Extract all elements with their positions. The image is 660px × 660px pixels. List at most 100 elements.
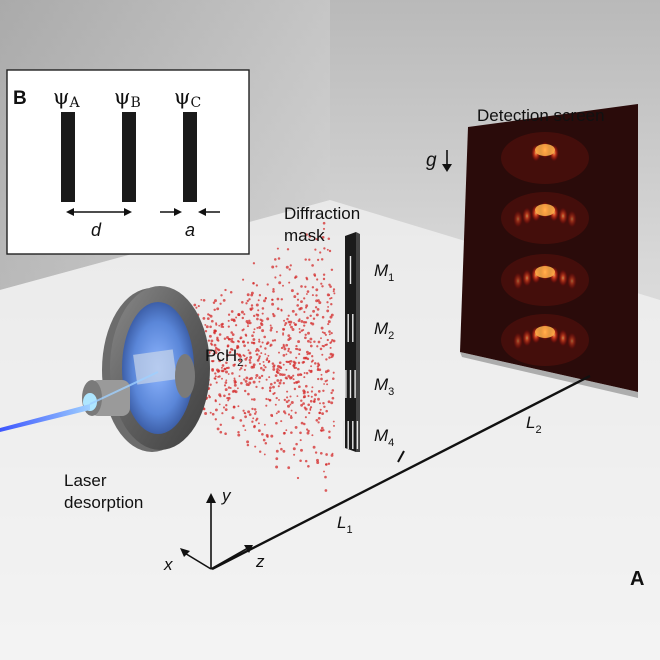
molecule-dot: [217, 369, 221, 373]
molecule-dot: [258, 338, 261, 341]
molecule-dot: [288, 268, 291, 271]
molecule-dot: [287, 413, 291, 416]
molecule-dot: [298, 348, 302, 352]
molecule-dot: [311, 264, 314, 267]
molecule-dot: [204, 330, 208, 333]
molecule-dot: [217, 339, 220, 342]
molecule-dot: [241, 316, 245, 320]
molecule-dot: [299, 431, 302, 435]
molecule-dot: [282, 327, 285, 331]
molecule-dot: [195, 306, 198, 309]
molecule-dot: [286, 390, 289, 393]
molecule-dot: [246, 325, 250, 328]
molecule-label-text: PcH: [205, 346, 237, 365]
molecule-dot: [209, 383, 212, 387]
molecule-dot: [332, 371, 335, 374]
molecule-dot: [226, 336, 229, 339]
molecule-dot: [310, 365, 313, 368]
molecule-dot: [307, 331, 310, 335]
molecule-dot: [319, 429, 323, 432]
molecule-dot: [250, 291, 254, 295]
molecule-dot: [213, 343, 217, 347]
fringe-center: [535, 144, 555, 156]
molecule-dot: [327, 462, 331, 466]
molecule-dot: [308, 411, 311, 415]
molecule-dot: [309, 341, 312, 344]
molecule-dot: [258, 376, 262, 380]
molecule-dot: [214, 372, 217, 375]
molecule-dot: [293, 295, 297, 299]
molecule-dot: [293, 366, 296, 370]
molecule-dot: [303, 406, 307, 409]
molecule-dot: [215, 323, 218, 326]
molecule-dot: [326, 248, 329, 251]
d-dimension-arrow: [66, 208, 132, 216]
molecule-dot: [282, 354, 286, 357]
fringe-band: [513, 272, 523, 290]
molecule-dot: [321, 353, 324, 356]
molecule-dot: [272, 288, 275, 291]
fringe-band: [522, 269, 532, 287]
molecule-dot: [246, 443, 250, 447]
molecule-dot: [241, 364, 244, 367]
molecule-dot: [328, 333, 331, 336]
molecule-dot: [251, 407, 254, 411]
molecule-dot: [221, 364, 225, 367]
mask-slit: [354, 370, 356, 398]
molecule-dot: [317, 340, 321, 344]
molecule-dot: [220, 294, 223, 297]
molecule-dot: [309, 407, 312, 410]
molecule-dot: [302, 356, 306, 360]
molecule-dot: [296, 476, 300, 480]
molecule-dot: [312, 400, 316, 403]
molecule-dot: [317, 421, 320, 424]
slit-a: [61, 112, 75, 202]
molecule-dot: [276, 247, 279, 250]
molecule-dot: [303, 310, 306, 314]
molecule-dot: [279, 274, 282, 277]
molecule-dot: [225, 353, 229, 357]
molecule-dot: [323, 383, 326, 385]
molecule-dot: [283, 373, 286, 376]
molecule-dot: [210, 319, 214, 323]
molecule-dot: [295, 381, 299, 384]
molecule-dot: [212, 352, 215, 356]
molecule-dot: [303, 376, 306, 379]
molecule-dot: [322, 429, 325, 432]
mask-label-letter: M: [374, 319, 389, 338]
molecule-dot: [261, 341, 264, 344]
molecule-dot: [300, 403, 304, 407]
molecule-dot: [277, 257, 281, 260]
molecule-dot: [318, 368, 322, 372]
psi-a-label: ψA: [53, 85, 80, 111]
molecule-dot: [282, 333, 285, 336]
molecule-dot: [238, 340, 240, 343]
molecule-dot: [262, 360, 265, 363]
gravity-arrow-head: [442, 164, 452, 172]
molecule-dot: [326, 301, 329, 304]
molecule-dot: [310, 390, 313, 393]
fringe-band: [522, 329, 532, 347]
molecule-dot: [302, 396, 306, 399]
a-arrow-left-head: [174, 208, 182, 216]
molecule-dot: [223, 394, 226, 398]
molecule-dot: [242, 424, 245, 428]
molecule-dot: [271, 265, 275, 269]
molecule-dot: [211, 412, 215, 416]
molecule-dot: [294, 276, 297, 279]
molecule-dot: [278, 281, 282, 285]
molecule-dot: [212, 359, 215, 363]
molecule-dot: [252, 417, 255, 420]
molecule-dot: [310, 395, 313, 398]
molecule-dot: [309, 344, 313, 348]
molecule-dot: [278, 398, 280, 401]
molecule-dot: [218, 333, 222, 336]
molecule-dot: [266, 317, 270, 321]
mask-label-2: M2: [374, 319, 394, 342]
molecule-dot: [306, 431, 310, 435]
molecule-dot: [208, 395, 211, 399]
slit-c: [183, 112, 197, 202]
coordinate-axes: [180, 493, 253, 570]
molecule-dot: [300, 300, 303, 304]
molecule-dot: [243, 378, 246, 381]
